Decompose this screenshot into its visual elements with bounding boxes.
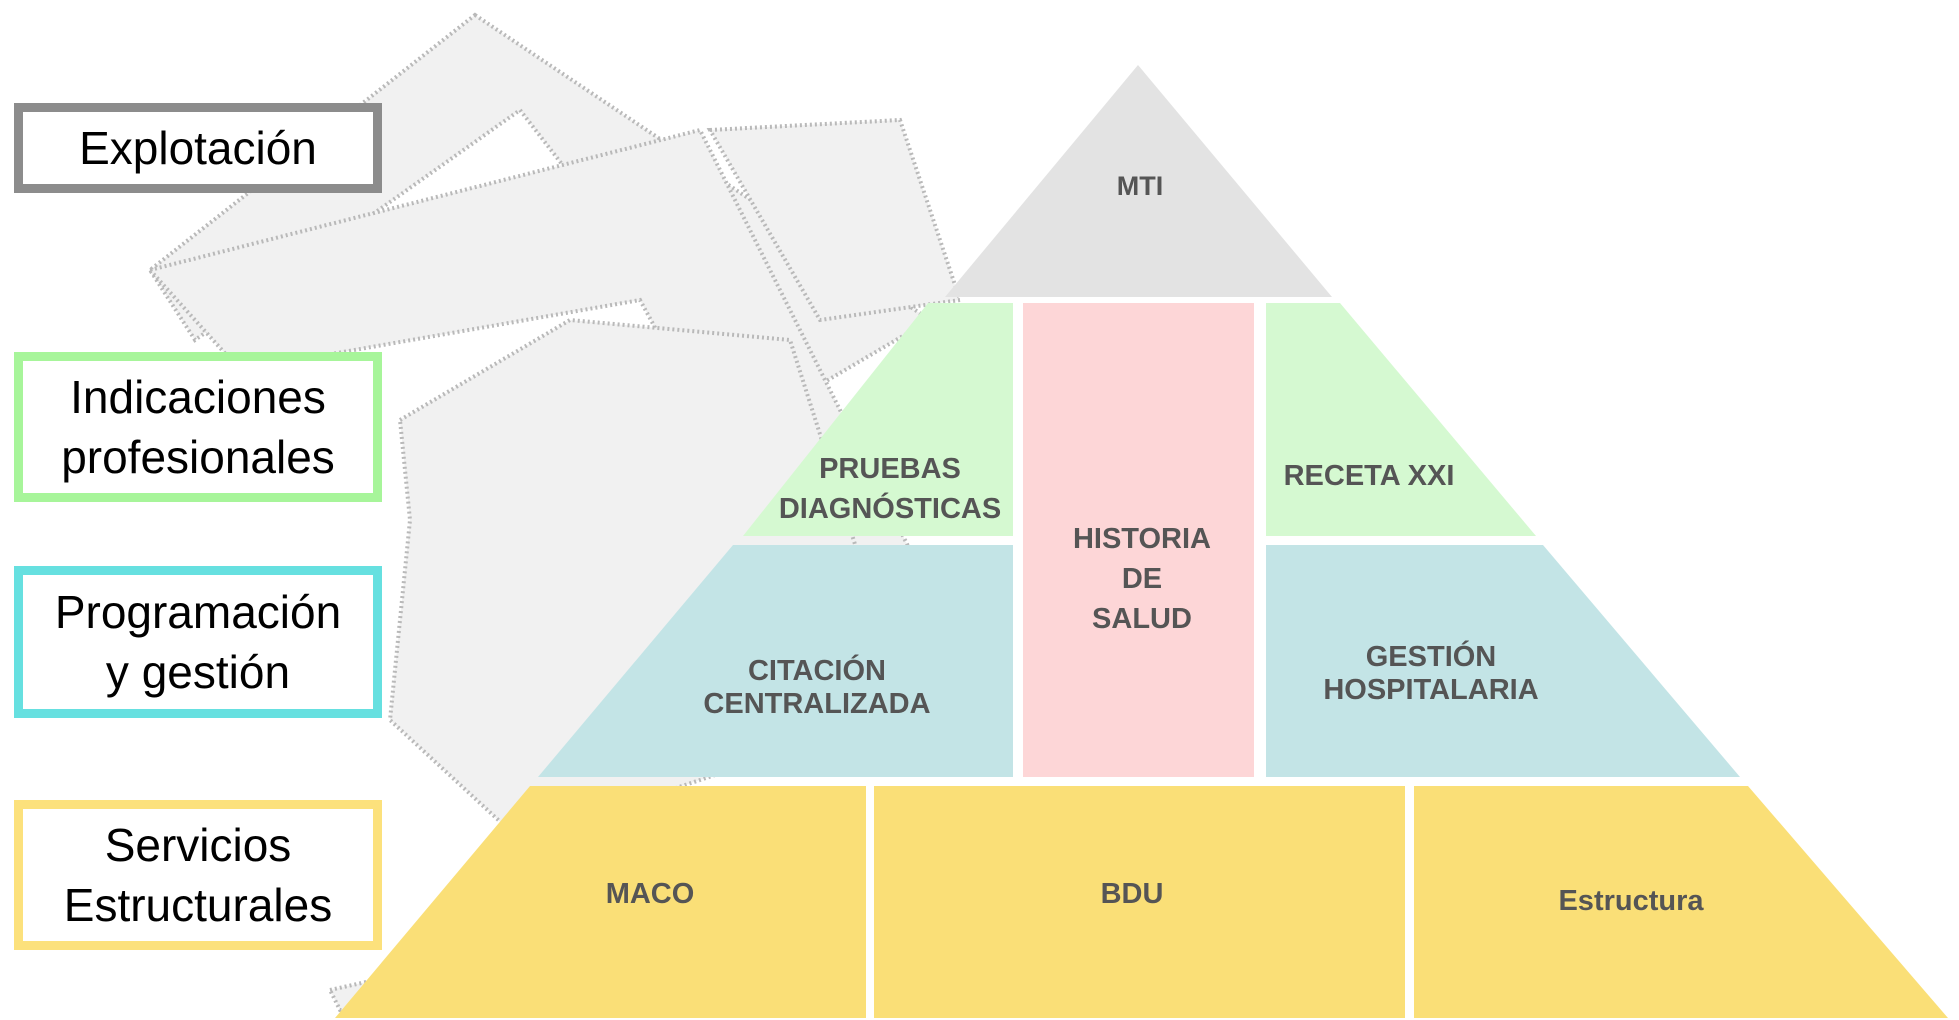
label-historia-line3: SALUD xyxy=(1092,603,1192,635)
legend-servicios-label: Servicios Estructurales xyxy=(63,819,333,931)
legend-explotacion: Explotación xyxy=(14,103,382,193)
label-receta-xxi: RECETA XXI xyxy=(1284,460,1455,492)
legend-programacion-y-gestion: Programación y gestión xyxy=(14,566,382,718)
label-citacion-line2: CENTRALIZADA xyxy=(703,688,930,720)
segment-historia-de-salud xyxy=(1023,303,1254,777)
label-pruebas-line1: PRUEBAS xyxy=(819,453,961,485)
segment-receta-xxi xyxy=(1266,303,1536,536)
legend-servicios-estructurales: Servicios Estructurales xyxy=(14,800,382,950)
label-gestion-line2: HOSPITALARIA xyxy=(1323,674,1538,706)
legend-programacion-label: Programación y gestión xyxy=(54,586,342,698)
segment-citacion-centralizada xyxy=(538,545,1013,777)
legend-explotacion-label: Explotación xyxy=(79,122,317,174)
label-citacion-line1: CITACIÓN xyxy=(748,653,886,687)
label-historia-line1: HISTORIA xyxy=(1073,523,1211,555)
segment-gestion-hospitalaria xyxy=(1266,545,1740,777)
label-maco: MACO xyxy=(606,878,695,910)
segment-mti xyxy=(945,65,1332,297)
label-gestion-line1: GESTIÓN xyxy=(1366,639,1497,673)
segment-estructura xyxy=(1414,786,1948,1018)
label-bdu: BDU xyxy=(1101,878,1164,910)
segment-pruebas-diagnosticas xyxy=(743,303,1013,536)
label-historia-line2: DE xyxy=(1122,563,1162,595)
segment-maco xyxy=(335,786,866,1018)
legend-indicaciones-label: Indicaciones profesionales xyxy=(61,371,335,483)
label-mti: MTI xyxy=(1117,171,1164,201)
segment-bdu xyxy=(874,786,1405,1018)
legend-indicaciones-profesionales: Indicaciones profesionales xyxy=(14,352,382,502)
label-pruebas-line2: DIAGNÓSTICAS xyxy=(779,491,1001,525)
label-estructura: Estructura xyxy=(1558,885,1704,917)
